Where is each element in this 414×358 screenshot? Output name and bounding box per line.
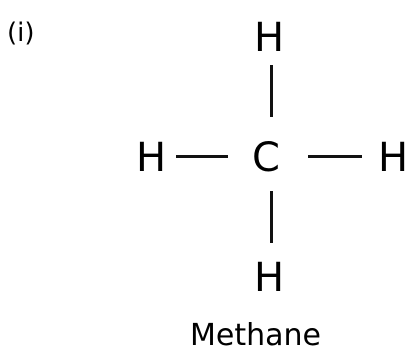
atom-hydrogen-bottom: H (254, 255, 285, 301)
bond-top (270, 65, 273, 117)
atom-hydrogen-top: H (254, 15, 285, 61)
bond-bottom (270, 191, 273, 243)
atom-carbon-center: C (252, 135, 280, 181)
molecule-name: Methane (190, 318, 321, 353)
bond-right (308, 155, 362, 158)
bond-left (176, 155, 228, 158)
part-label: (i) (7, 18, 35, 48)
atom-hydrogen-left: H (136, 135, 167, 181)
atom-hydrogen-right: H (378, 135, 409, 181)
